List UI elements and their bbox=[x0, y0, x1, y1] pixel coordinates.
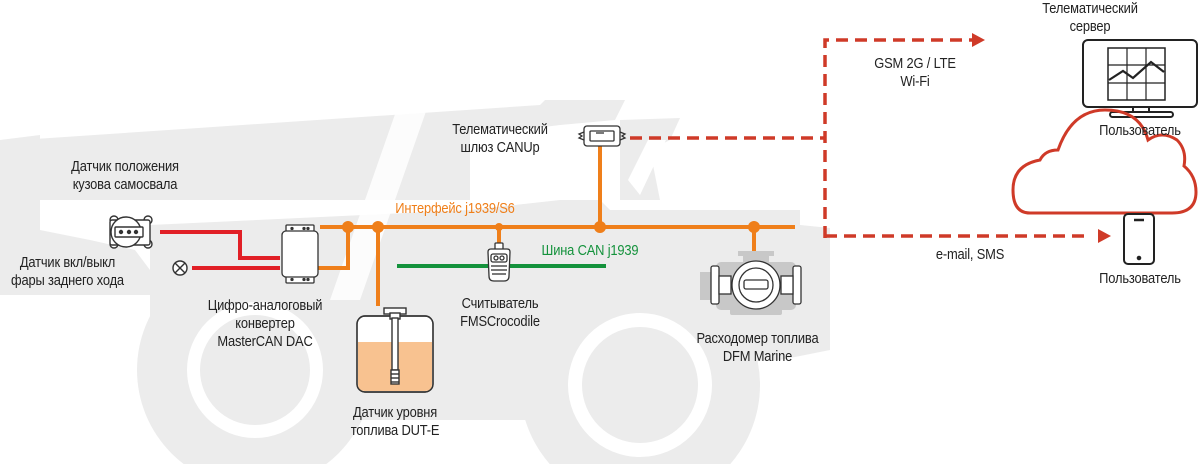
crocodile-reader-icon bbox=[487, 242, 511, 282]
gateway-label: Телематический шлюз CANUp bbox=[436, 121, 565, 157]
junction-dot bbox=[748, 221, 760, 233]
notify-label-text: e-mail, SMS bbox=[935, 246, 1005, 263]
junction-dot bbox=[495, 223, 503, 231]
fuel-level-label-line1: Датчик уровня bbox=[352, 404, 438, 421]
flowmeter-label-line1: Расходомер топлива bbox=[696, 330, 819, 347]
wire-body-sensor bbox=[160, 230, 280, 260]
bus-junctions bbox=[342, 221, 760, 233]
reader-label: Считыватель FMSCrocodile bbox=[440, 295, 560, 331]
fuel-level-label: Датчик уровня топлива DUT-E bbox=[326, 404, 464, 440]
arrowheads bbox=[972, 33, 1111, 243]
arrow-to-server-icon bbox=[972, 33, 985, 47]
reader-label-line2: FMSCrocodile bbox=[460, 313, 540, 330]
truck-dump-body bbox=[0, 100, 625, 200]
reader-label-line1: Считыватель bbox=[461, 295, 539, 312]
converter-icon bbox=[281, 224, 319, 284]
reverse-light-label-line2: фары заднего хода bbox=[11, 272, 124, 289]
smartphone-icon bbox=[1123, 213, 1155, 265]
server-label-line1: Телематический bbox=[1042, 0, 1138, 17]
reverse-light-label: Датчик вкл/выкл фары заднего хода bbox=[1, 254, 134, 290]
fuel-level-label-line2: топлива DUT-E bbox=[350, 422, 440, 439]
arrow-to-phone-icon bbox=[1098, 229, 1111, 243]
converter-label-line3: MasterCAN DAC bbox=[217, 333, 313, 350]
server-label-line2: сервер bbox=[1069, 18, 1111, 35]
flowmeter-icon bbox=[700, 251, 802, 315]
body-sensor-label: Датчик положения кузова самосвала bbox=[52, 158, 198, 194]
gsm-label-line1: GSM 2G / LTE bbox=[874, 55, 956, 72]
converter-label-line1: Цифро-аналоговый bbox=[207, 297, 323, 314]
fuel-tank-sensor-icon bbox=[356, 307, 434, 393]
reverse-light-label-line1: Датчик вкл/выкл bbox=[19, 254, 116, 271]
converter-label-line2: конвертер bbox=[235, 315, 295, 332]
monitor-chart-icon bbox=[1082, 39, 1198, 118]
notify-label: e-mail, SMS bbox=[923, 246, 1018, 264]
can-bus-label: Шина CAN j1939 bbox=[541, 242, 639, 259]
gateway-label-line1: Телематический bbox=[452, 121, 548, 138]
wireless-links bbox=[630, 38, 1090, 238]
interface-bus-label: Интерфейс j1939/S6 bbox=[395, 200, 515, 217]
junction-dot bbox=[372, 221, 384, 233]
flowmeter-label-line2: DFM Marine bbox=[722, 348, 793, 365]
gsm-label-line2: Wi-Fi bbox=[900, 73, 930, 90]
dump-truck-silhouette bbox=[0, 100, 830, 464]
body-position-sensor-icon bbox=[109, 215, 153, 249]
mobile-user-label: Пользователь bbox=[1099, 270, 1181, 287]
converter-label: Цифро-аналоговый конвертер MasterCAN DAC bbox=[196, 297, 334, 351]
gateway-icon bbox=[577, 125, 627, 147]
body-sensor-label-line2: кузова самосвала bbox=[72, 176, 178, 193]
body-sensor-label-line1: Датчик положения bbox=[71, 158, 179, 175]
gsm-label: GSM 2G / LTE Wi-Fi bbox=[855, 55, 975, 91]
analog-wires bbox=[160, 230, 280, 270]
server-label: Телематический сервер bbox=[1030, 0, 1150, 36]
gateway-label-line2: шлюз CANUp bbox=[460, 139, 540, 156]
junction-dot bbox=[342, 221, 354, 233]
cloud-icon bbox=[1011, 108, 1198, 215]
lamp-icon bbox=[172, 260, 188, 276]
flowmeter-label: Расходомер топлива DFM Marine bbox=[682, 330, 833, 366]
junction-dot bbox=[594, 221, 606, 233]
desktop-user-label: Пользователь bbox=[1099, 122, 1181, 139]
truck-body-lower bbox=[0, 135, 150, 295]
